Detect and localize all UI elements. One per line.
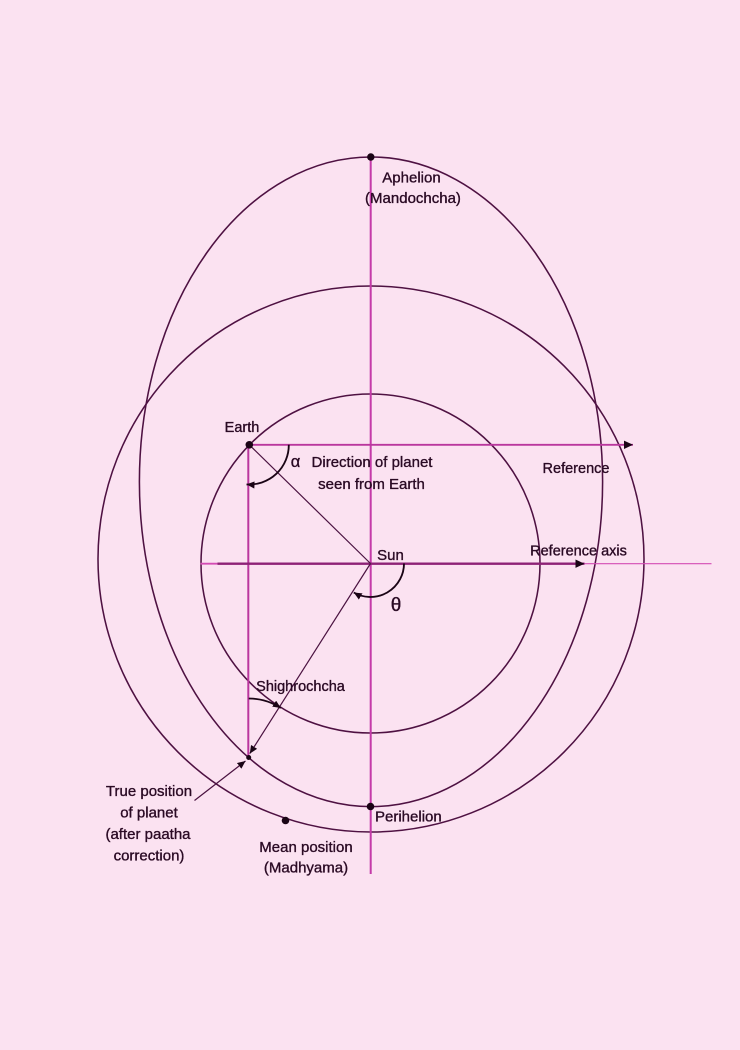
svg-text:Direction of planet: Direction of planet: [312, 454, 434, 471]
svg-text:Reference axis: Reference axis: [530, 543, 627, 559]
svg-text:α: α: [291, 453, 301, 471]
svg-text:(Madhyama): (Madhyama): [264, 860, 348, 877]
svg-text:seen from Earth: seen from Earth: [318, 476, 425, 493]
svg-text:Perihelion: Perihelion: [375, 809, 442, 826]
svg-text:(after paatha: (after paatha: [105, 826, 191, 843]
svg-text:θ: θ: [391, 595, 402, 616]
svg-text:Earth: Earth: [225, 420, 260, 436]
svg-text:Shighrochcha: Shighrochcha: [256, 679, 346, 695]
svg-text:(Mandochcha): (Mandochcha): [365, 190, 461, 207]
svg-text:correction): correction): [114, 847, 185, 864]
svg-text:Aphelion: Aphelion: [382, 169, 440, 186]
svg-text:Reference: Reference: [543, 461, 610, 477]
svg-text:Sun: Sun: [377, 547, 404, 564]
svg-text:True position: True position: [106, 783, 192, 800]
svg-text:Mean position: Mean position: [259, 839, 352, 856]
svg-text:of planet: of planet: [120, 804, 178, 821]
